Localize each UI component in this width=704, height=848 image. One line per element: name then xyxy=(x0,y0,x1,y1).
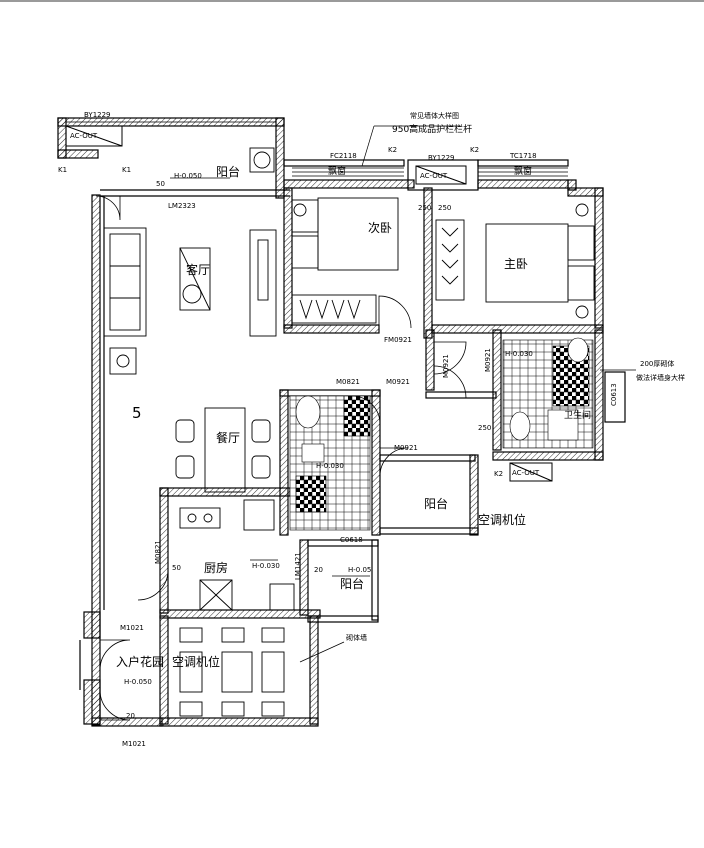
doors xyxy=(95,195,467,721)
code-fm0921: FM0921 xyxy=(384,336,412,344)
code-m0921-a: M0921 xyxy=(386,378,410,386)
code-m1021-b: M1021 xyxy=(122,740,146,748)
code-bay-window-right: 飘窗 xyxy=(514,165,532,177)
dim-50: 50 xyxy=(156,180,165,188)
leader-lines xyxy=(170,125,636,663)
ac-out-units xyxy=(65,125,553,482)
note-ac-1: 常见墙体大样图 xyxy=(410,111,459,120)
code-by1229-mid: BY1229 xyxy=(428,154,455,162)
code-ac-out-1: AC-OUT xyxy=(70,132,98,140)
dim-250-b: 250 xyxy=(438,204,451,212)
label-master-bedroom: 主卧 xyxy=(504,257,528,271)
label-entry-garden: 入户花园 xyxy=(116,654,164,669)
code-m0821-b: M0821 xyxy=(154,540,162,564)
code-ac-out-2: AC-OUT xyxy=(420,172,448,180)
code-m0821-a: M0821 xyxy=(336,378,360,386)
label-ac-unit-entry: 空调机位 xyxy=(172,654,220,669)
label-living-room: 客厅 xyxy=(186,262,210,277)
label-balcony-top: 阳台 xyxy=(216,164,240,179)
note-garden: 砌体墙 xyxy=(346,633,367,642)
code-m0921-d: M0921 xyxy=(484,348,492,372)
code-c0613: C0613 xyxy=(610,383,618,406)
bathroom-tiles xyxy=(289,337,594,531)
code-lm1421: LM1421 xyxy=(294,552,302,580)
label-bathroom: 卫生间 xyxy=(564,409,591,421)
code-k2-left: K2 xyxy=(388,146,397,154)
code-h-0030-kitchen: H-0.030 xyxy=(252,562,280,570)
note-ac-2: 950高成品护栏栏杆 xyxy=(392,123,472,135)
code-ac-out-3: AC-OUT xyxy=(512,469,540,477)
label-dining-room: 餐厅 xyxy=(216,430,240,445)
dim-250-c: 250 xyxy=(478,424,491,432)
dim-250-a: 250 xyxy=(418,204,431,212)
code-h-0030-bath: H-0.030 xyxy=(316,462,344,470)
label-kitchen-balcony: 阳台 xyxy=(340,576,364,591)
label-right-balcony: 阳台 xyxy=(424,496,448,511)
code-h-0050-b: H-0.050 xyxy=(124,678,152,686)
dim-20-a: 20 xyxy=(126,712,135,720)
dim-50-kitchen: 50 xyxy=(172,564,181,572)
code-c0618: C0618 xyxy=(340,536,363,544)
code-k1-left: K1 xyxy=(58,166,67,174)
code-bay-window-left: 飘窗 xyxy=(328,165,346,177)
label-living-number: 5 xyxy=(132,404,142,422)
code-m1021-a: M1021 xyxy=(120,624,144,632)
labels: 阳台 次卧 主卧 客厅 餐厅 厨房 阳台 阳台 入户花园 空调机位 空调机位 卫… xyxy=(58,111,685,748)
label-kitchen: 厨房 xyxy=(204,560,228,575)
code-h-0050-a: H-0.050 xyxy=(174,172,202,180)
code-by1229-left: BY1229 xyxy=(84,111,111,119)
label-second-bedroom: 次卧 xyxy=(368,221,392,235)
code-fc2118: FC2118 xyxy=(330,152,357,160)
code-k1-right: K1 xyxy=(122,166,131,174)
code-h-005: H-0.05 xyxy=(348,566,371,574)
windows xyxy=(66,121,568,177)
top-border-line xyxy=(0,0,704,2)
code-k2-right: K2 xyxy=(470,146,479,154)
code-tc1718: TC1718 xyxy=(509,152,537,160)
code-lm2323: LM2323 xyxy=(168,202,196,210)
dim-20-b: 20 xyxy=(314,566,323,574)
code-m0921-b: M0921 xyxy=(394,444,418,452)
label-ac-unit-right: 空调机位 xyxy=(478,512,526,527)
note-right-2: 做法详墙身大样 xyxy=(636,373,685,382)
code-k2-bottom: K2 xyxy=(494,470,503,478)
furniture xyxy=(103,147,595,717)
note-right-1: 200厚砌体 xyxy=(640,359,674,368)
code-h-0030-wc: H-0.030 xyxy=(505,350,533,358)
code-m0921-c: M0921 xyxy=(442,354,450,378)
